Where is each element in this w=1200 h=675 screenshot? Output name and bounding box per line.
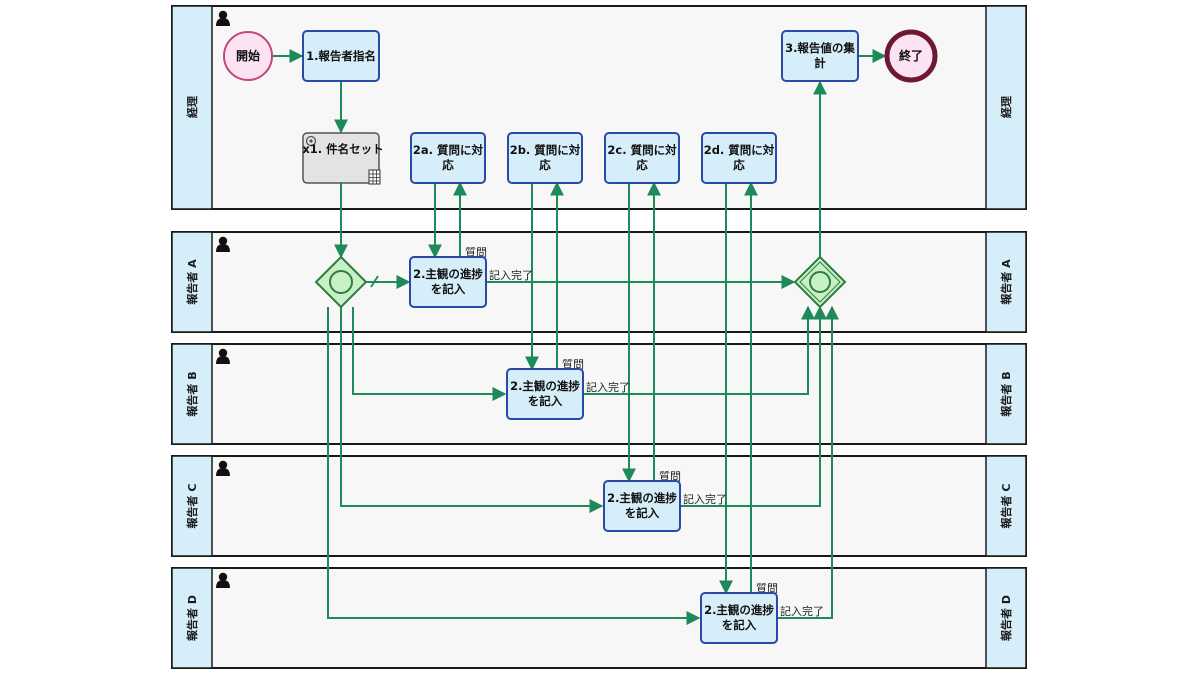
flow-record-c-to-join[interactable] <box>680 305 827 507</box>
lane-label-left: 報告者 A <box>185 259 199 305</box>
task-label-line1: 2.主観の進捗 <box>413 267 483 281</box>
task-label-line1: 3.報告値の集 <box>785 41 855 55</box>
flow-fork-to-record-c[interactable] <box>340 307 604 513</box>
task-record-c[interactable]: 2.主観の進捗 を記入 <box>603 480 681 532</box>
task-label-line1: 2b. 質問に対 <box>510 143 581 157</box>
task-label-line1: 2d. 質問に対 <box>704 143 775 157</box>
task-aggregate[interactable]: 3.報告値の集 計 <box>781 30 859 82</box>
task-label-line2: 応 <box>539 158 551 172</box>
task-answer-b[interactable]: 2b. 質問に対 応 <box>507 132 583 184</box>
flow-label-done-a: 記入完了 <box>489 268 533 282</box>
join-gateway[interactable] <box>793 255 847 309</box>
task-label-line1: 2.主観の進捗 <box>704 603 774 617</box>
task-record-d[interactable]: 2.主観の進捗 を記入 <box>700 592 778 644</box>
lane-label-right: 報告者 A <box>999 259 1013 305</box>
task-label-line2: 応 <box>636 158 648 172</box>
task-label-line1: 2.主観の進捗 <box>607 491 677 505</box>
end-event-label: 終了 <box>899 48 923 63</box>
task-label-line2: を記入 <box>625 506 660 520</box>
task-label-line1: 2.主観の進捗 <box>510 379 580 393</box>
flow-label-question-b: 質問 <box>562 357 584 371</box>
lane-label-right: 経理 <box>999 96 1013 118</box>
table-icon <box>368 169 381 185</box>
lane-label-right: 報告者 B <box>999 371 1013 416</box>
flow-label-done-d: 記入完了 <box>780 604 824 618</box>
task-record-b[interactable]: 2.主観の進捗 を記入 <box>506 368 584 420</box>
task-assign-reporter[interactable]: 1.報告者指名 <box>302 30 380 82</box>
fork-gateway[interactable] <box>314 255 368 309</box>
flow-record-d-to-join[interactable] <box>777 305 839 619</box>
task-answer-a[interactable]: 2a. 質問に対 応 <box>410 132 486 184</box>
task-label-line2: 応 <box>442 158 454 172</box>
flow-label-done-c: 記入完了 <box>683 492 727 506</box>
end-event[interactable]: 終了 <box>884 29 938 83</box>
task-label-line2: を記入 <box>528 394 563 408</box>
lane-label-left: 報告者 C <box>185 484 199 529</box>
task-label: x1. 件名セット <box>302 142 383 156</box>
lane-reporter-b: 報告者 B 報告者 B <box>171 343 1027 445</box>
flow-labels: 質問 記入完了 質問 記入完了 質問 記入完了 質問 記入完了 <box>465 245 824 618</box>
start-event-label: 開始 <box>236 48 260 63</box>
lane-label-left: 報告者 B <box>185 371 199 416</box>
task-set-subject[interactable]: x1. 件名セット <box>302 132 384 185</box>
default-flow-slash <box>370 275 379 288</box>
lane-label-right: 報告者 D <box>999 595 1013 641</box>
task-label-line2: 応 <box>733 158 745 172</box>
task-label: 1.報告者指名 <box>306 49 376 63</box>
lane-label-right: 報告者 C <box>999 484 1013 529</box>
task-record-a[interactable]: 2.主観の進捗 を記入 <box>409 256 487 308</box>
flow-fork-to-record-b[interactable] <box>352 307 507 401</box>
sequence-flows <box>272 49 887 625</box>
flow-label-question-c: 質問 <box>659 469 681 483</box>
task-label-line2: を記入 <box>722 618 757 632</box>
task-label-line2: を記入 <box>431 282 466 296</box>
task-label-line2: 計 <box>814 56 826 70</box>
lane-label-left: 経理 <box>185 96 199 118</box>
flow-fork-to-record-d[interactable] <box>327 307 701 625</box>
task-answer-d[interactable]: 2d. 質問に対 応 <box>701 132 777 184</box>
lane-label-left: 報告者 D <box>185 595 199 641</box>
flow-label-question-a: 質問 <box>465 245 487 259</box>
flow-label-done-b: 記入完了 <box>586 380 630 394</box>
flow-record-b-to-join[interactable] <box>583 305 815 395</box>
flow-label-question-d: 質問 <box>756 581 778 595</box>
start-event[interactable]: 開始 <box>223 31 273 81</box>
task-answer-c[interactable]: 2c. 質問に対 応 <box>604 132 680 184</box>
task-label-line1: 2c. 質問に対 <box>607 143 677 157</box>
task-label-line1: 2a. 質問に対 <box>413 143 484 157</box>
gear-icon <box>305 135 317 147</box>
